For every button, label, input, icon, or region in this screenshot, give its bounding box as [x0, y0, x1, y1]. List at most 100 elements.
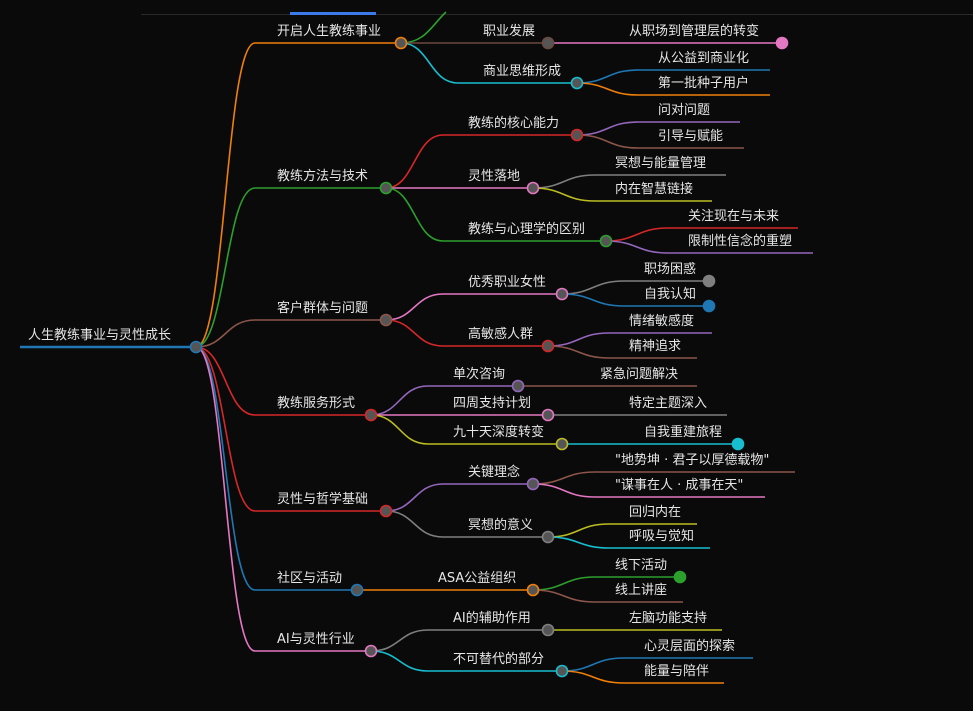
branch-line — [195, 346, 371, 652]
sub-node-circle — [541, 623, 555, 637]
leaf-node-label[interactable]: 能量与陪伴 — [644, 664, 710, 679]
branch-node-label[interactable]: AI与灵性行业 — [277, 632, 355, 647]
leaf-node-label[interactable]: 问对问题 — [658, 103, 711, 118]
branch-line — [195, 187, 386, 348]
leaf-line — [532, 471, 795, 485]
sub-node-label[interactable]: 九十天深度转变 — [453, 425, 545, 440]
leaf-node-label[interactable]: 冥想与能量管理 — [615, 156, 707, 171]
sub-branch-line — [385, 510, 548, 538]
leaf-node-label[interactable]: 线下活动 — [615, 558, 668, 573]
sub-branch-line — [370, 385, 518, 416]
branch-node-circle — [394, 36, 408, 50]
top-divider — [141, 14, 973, 15]
leaf-node-label[interactable]: 内在智慧链接 — [615, 182, 694, 197]
active-tab-indicator[interactable] — [290, 12, 376, 15]
leaf-end-dot — [731, 437, 745, 451]
branch-line — [195, 42, 401, 348]
branch-node-label[interactable]: 教练服务形式 — [277, 396, 356, 411]
leaf-node-label[interactable]: 引导与赋能 — [658, 129, 724, 144]
sub-node-circle — [526, 181, 540, 195]
sub-node-label[interactable]: AI的辅助作用 — [453, 611, 531, 626]
sub-branch-line — [370, 650, 562, 672]
branch-node-circle — [379, 504, 393, 518]
root-node-label[interactable]: 人生教练事业与灵性成长 — [28, 328, 172, 343]
leaf-node-label[interactable]: 自我认知 — [644, 287, 697, 302]
sub-branch-line — [385, 187, 606, 242]
leaf-line — [605, 227, 798, 242]
branch-line — [195, 346, 386, 512]
leaf-node-label[interactable]: 左脑功能支持 — [629, 611, 708, 626]
leaf-node-label[interactable]: 特定主题深入 — [629, 396, 708, 411]
sub-node-label[interactable]: 商业思维形成 — [483, 64, 562, 79]
leaf-line — [532, 589, 683, 603]
sub-node-circle — [541, 530, 555, 544]
sub-node-circle — [570, 128, 584, 142]
leaf-node-label[interactable]: 职场困惑 — [644, 262, 697, 277]
leaf-line — [547, 536, 710, 549]
leaf-node-label[interactable]: 精神追求 — [629, 339, 682, 354]
leaf-node-label[interactable]: 心灵层面的探索 — [644, 639, 736, 654]
leaf-node-label[interactable]: 从职场到管理层的转变 — [629, 24, 760, 39]
leaf-node-label[interactable]: 情绪敏感度 — [629, 314, 695, 329]
branch-node-label[interactable]: 灵性与哲学基础 — [277, 492, 369, 507]
sub-node-label[interactable]: 职业发展 — [483, 24, 536, 39]
branch-line — [195, 319, 386, 348]
leaf-line — [576, 134, 744, 149]
leaf-end-dot — [702, 299, 716, 313]
leaf-line — [561, 280, 709, 295]
sub-node-label[interactable]: 冥想的意义 — [468, 518, 534, 533]
sub-node-label[interactable]: 关键理念 — [468, 465, 521, 480]
leaf-node-label[interactable]: 从公益到商业化 — [658, 51, 750, 66]
leaf-node-label[interactable]: "谋事在人 · 成事在天" — [615, 478, 744, 493]
sub-node-circle — [555, 437, 569, 451]
branch-node-label[interactable]: 教练方法与技术 — [277, 169, 369, 184]
sub-node-circle — [526, 583, 540, 597]
leaf-end-dot — [702, 274, 716, 288]
root-node-circle — [189, 340, 203, 354]
sub-node-circle — [511, 379, 525, 393]
leaf-node-label[interactable]: 自我重建旅程 — [644, 425, 723, 440]
sub-branch-line — [370, 414, 562, 445]
leaf-end-dot — [775, 36, 789, 50]
leaf-line — [561, 293, 709, 307]
branch-node-circle — [364, 644, 378, 658]
leaf-node-label[interactable]: 限制性信念的重塑 — [688, 234, 793, 249]
sub-branch-line — [385, 319, 548, 347]
branch-line — [195, 346, 371, 416]
leaf-line — [532, 483, 765, 498]
branch-node-label[interactable]: 客户群体与问题 — [277, 301, 369, 316]
leaf-line — [605, 240, 813, 254]
branch-node-circle — [379, 313, 393, 327]
leaf-node-label[interactable]: 第一批种子用户 — [658, 76, 750, 91]
leaf-node-label[interactable]: "地势坤 · 君子以厚德载物" — [615, 453, 770, 468]
branch-node-label[interactable]: 开启人生教练事业 — [277, 24, 382, 39]
branch-node-circle — [379, 181, 393, 195]
sub-node-label[interactable]: 单次咨询 — [453, 367, 506, 382]
sub-branch-line — [385, 483, 533, 512]
branch-node-circle — [364, 408, 378, 422]
leaf-line — [547, 345, 697, 359]
sub-node-label[interactable]: 高敏感人群 — [468, 327, 534, 342]
sub-node-label[interactable]: 灵性落地 — [468, 169, 521, 184]
sub-node-label[interactable]: 教练与心理学的区别 — [468, 222, 586, 237]
branch-line — [195, 346, 357, 591]
sub-node-label[interactable]: 不可替代的部分 — [453, 652, 545, 667]
leaf-node-label[interactable]: 线上讲座 — [615, 583, 668, 598]
sub-node-label[interactable]: 四周支持计划 — [453, 396, 532, 411]
sub-node-label[interactable]: 优秀职业女性 — [468, 275, 547, 290]
sub-node-circle — [541, 339, 555, 353]
branch-node-label[interactable]: 社区与活动 — [277, 571, 343, 586]
leaf-line — [547, 332, 712, 347]
leaf-node-label[interactable]: 紧急问题解决 — [600, 367, 679, 382]
sub-branch-line — [400, 42, 577, 84]
sub-node-label[interactable]: 教练的核心能力 — [468, 116, 560, 131]
sub-node-label[interactable]: ASA公益组织 — [438, 571, 517, 586]
sub-branch-line — [370, 629, 548, 652]
leaf-node-label[interactable]: 呼吸与觉知 — [629, 529, 695, 544]
sub-node-circle — [541, 408, 555, 422]
leaf-node-label[interactable]: 回归内在 — [629, 505, 682, 520]
leaf-node-label[interactable]: 关注现在与未来 — [688, 209, 780, 224]
leaf-line — [561, 657, 753, 672]
leaf-line — [547, 523, 697, 538]
